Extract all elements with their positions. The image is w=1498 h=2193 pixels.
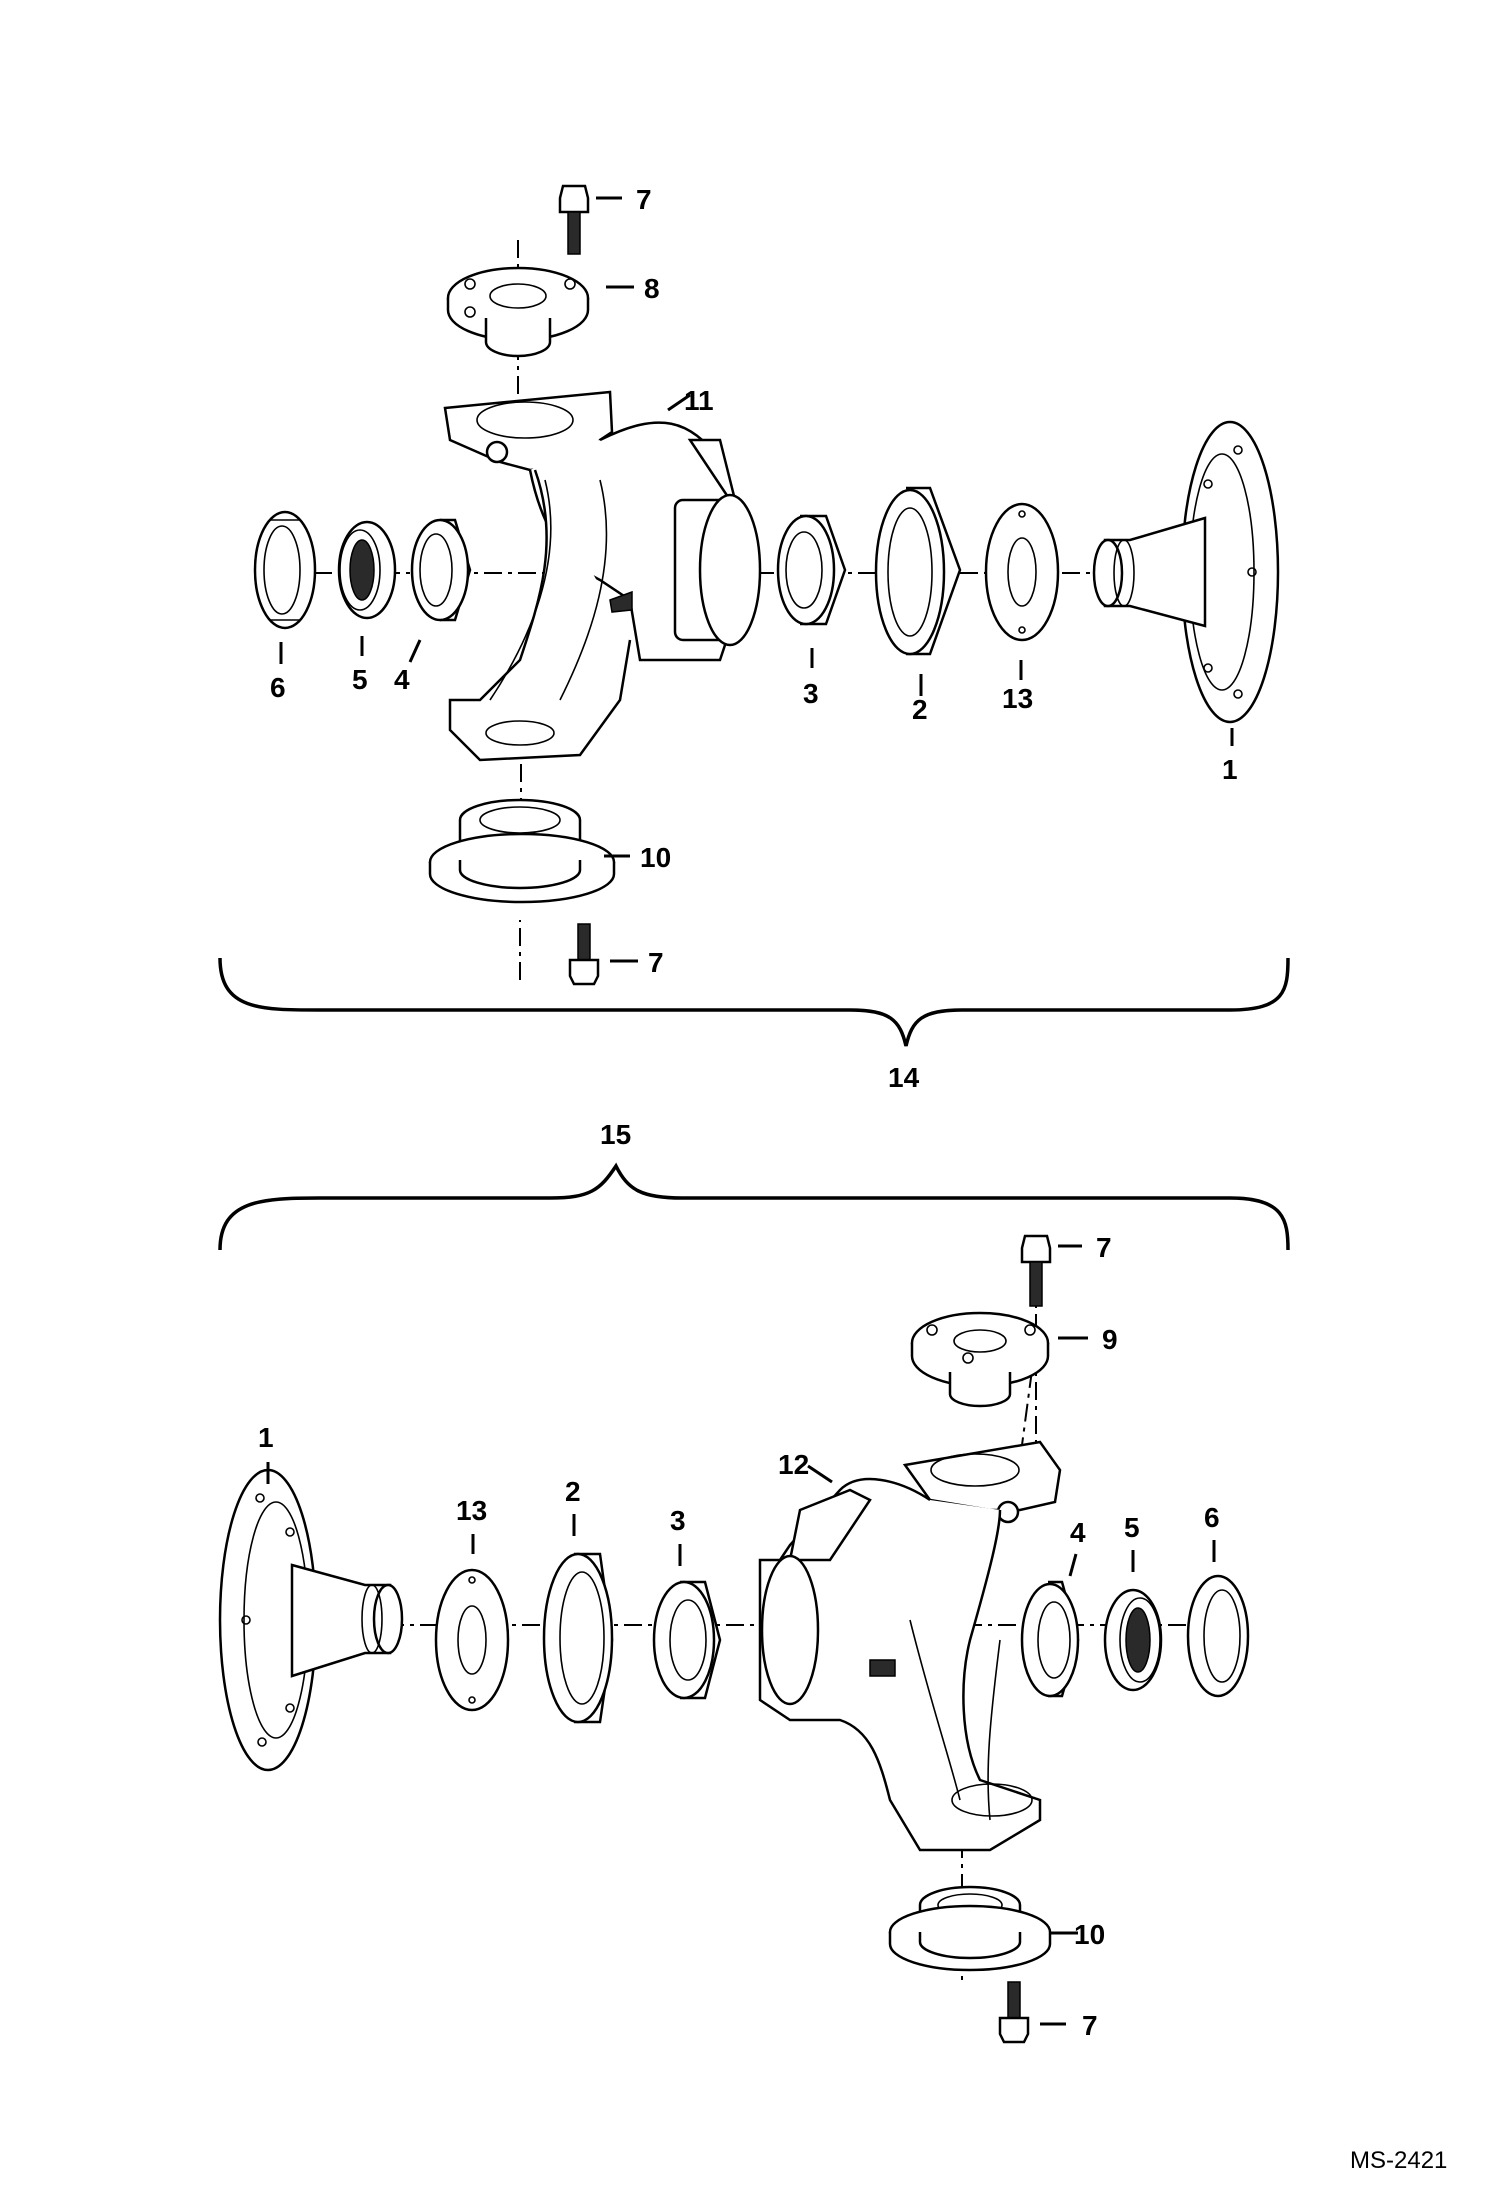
bolt-bottom — [568, 923, 600, 986]
kingpin-cap-lower — [428, 798, 616, 904]
steering-knuckle-left — [443, 390, 762, 762]
label-assembly-14: 14 — [888, 1062, 920, 1093]
label-bearing-cup-4: 4 — [1070, 1517, 1086, 1548]
kingpin-cap-upper — [910, 1311, 1050, 1408]
label-spacer-13: 13 — [1002, 683, 1033, 714]
spindle-1 — [1092, 420, 1280, 724]
bearing-cup-4 — [410, 518, 472, 622]
label-spacer-13: 13 — [456, 1495, 487, 1526]
document-id: MS-2421 — [1350, 2147, 1447, 2174]
bolt-bottom — [998, 1981, 1030, 2044]
bearing-5 — [1103, 1588, 1163, 1692]
spacer-13 — [984, 502, 1060, 642]
bearing-5 — [337, 520, 397, 620]
seal-6 — [253, 510, 317, 630]
label-bearing-5: 5 — [1124, 1512, 1140, 1543]
label-seal-6: 6 — [1204, 1502, 1220, 1533]
label-steering-knuckle: 11 — [684, 385, 714, 416]
label-kingpin-cap-upper: 8 — [644, 273, 660, 304]
label-spindle-1: 1 — [1222, 754, 1238, 785]
label-bolt: 7 — [1096, 1232, 1112, 1263]
label-kingpin-cap-lower: 10 — [1074, 1919, 1105, 1950]
label-bolt: 7 — [648, 947, 664, 978]
brace-assembly-15 — [218, 1162, 1290, 1251]
seal-2 — [874, 486, 962, 656]
label-seal-2: 2 — [912, 694, 928, 725]
label-steering-knuckle: 12 — [778, 1449, 809, 1480]
label-bolt: 7 — [636, 184, 652, 215]
kingpin-cap-upper — [446, 266, 590, 358]
seal-6 — [1186, 1574, 1250, 1698]
bolt-top — [558, 184, 590, 255]
label-bolt: 7 — [1082, 2010, 1098, 2041]
label-bearing-5: 5 — [352, 664, 368, 695]
bottom-assembly: 15 — [218, 1119, 1290, 2044]
label-seal-6: 6 — [270, 672, 286, 703]
label-kingpin-cap-upper: 9 — [1102, 1324, 1118, 1355]
bearing-3 — [776, 514, 847, 626]
label-bearing-3: 3 — [670, 1505, 686, 1536]
top-assembly: 7 8 11 6 5 4 3 2 13 1 10 7 14 — [218, 184, 1290, 1093]
seal-2 — [542, 1552, 614, 1724]
steering-knuckle-right — [758, 1440, 1062, 1852]
brace-assembly-14 — [218, 957, 1290, 1047]
label-seal-2: 2 — [565, 1476, 581, 1507]
bearing-3 — [652, 1580, 722, 1700]
label-bearing-cup-4: 4 — [394, 664, 410, 695]
label-kingpin-cap-lower: 10 — [640, 842, 671, 873]
label-spindle-1: 1 — [258, 1422, 274, 1453]
spindle-1 — [218, 1468, 404, 1772]
bolt-top — [1020, 1234, 1052, 1307]
spacer-13 — [434, 1568, 510, 1712]
label-bearing-3: 3 — [803, 678, 819, 709]
kingpin-cap-lower — [888, 1885, 1052, 1972]
label-assembly-15: 15 — [600, 1119, 631, 1150]
bearing-cup-4 — [1020, 1580, 1080, 1698]
